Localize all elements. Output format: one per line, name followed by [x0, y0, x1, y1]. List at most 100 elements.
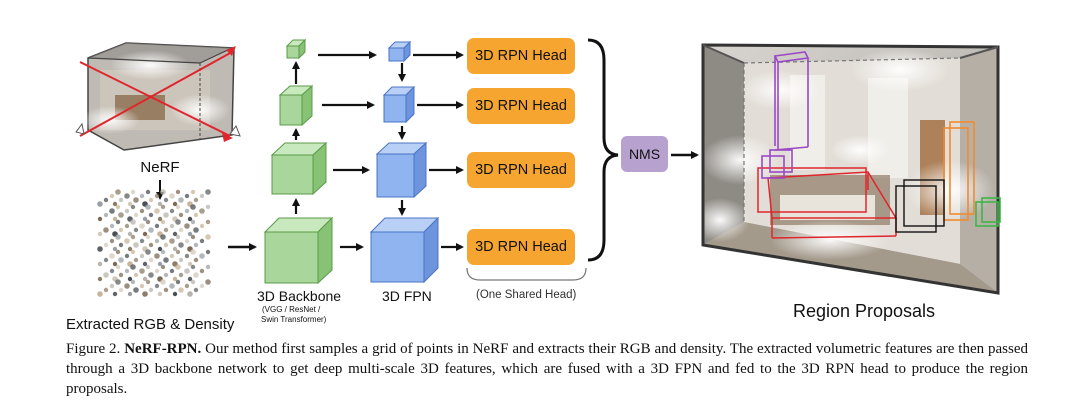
grid-point: [142, 261, 148, 267]
grid-point: [199, 283, 205, 289]
grid-point: [97, 246, 103, 252]
grid-point: [142, 276, 148, 282]
grid-point: [184, 238, 190, 244]
grid-point: [184, 208, 190, 214]
grid-point: [112, 216, 118, 222]
grid-point: [190, 204, 196, 210]
grid-point: [193, 272, 199, 278]
grid-point: [115, 234, 121, 240]
grid-label: Extracted RGB & Density: [66, 316, 235, 333]
grid-point: [199, 253, 205, 259]
grid-point: [175, 204, 181, 210]
nms-box: NMS: [621, 136, 668, 172]
grid-point: [184, 268, 190, 274]
grid-point: [118, 287, 124, 293]
proposal-box-orange: [943, 121, 975, 221]
grid-point: [193, 212, 199, 218]
grid-point: [175, 249, 181, 255]
fpn-cube-4: [387, 40, 412, 63]
grid-point: [148, 272, 154, 278]
grid-point: [112, 246, 118, 252]
grid-point: [109, 193, 115, 199]
grid-point: [178, 257, 184, 263]
grid-point: [205, 264, 211, 270]
grid-point: [187, 231, 193, 237]
grid-point: [97, 291, 103, 297]
backbone-label: 3D Backbone: [257, 288, 342, 304]
figure-caption: Figure 2. NeRF-RPN. Our method first sam…: [66, 339, 1028, 399]
grid-point: [97, 231, 103, 237]
grid-point: [178, 242, 184, 248]
grid-point: [169, 223, 175, 229]
grid-point: [112, 201, 118, 207]
grid-point: [145, 279, 151, 285]
proposal-box-purple-2: [761, 149, 793, 179]
grid-point: [97, 201, 103, 207]
grid-point: [169, 268, 175, 274]
grid-point: [139, 283, 145, 289]
grid-point: [145, 219, 151, 225]
grid-point: [160, 219, 166, 225]
grid-point: [193, 227, 199, 233]
grid-point: [130, 264, 136, 270]
curly-brace: [587, 38, 619, 262]
grid-point: [193, 242, 199, 248]
grid-point: [172, 276, 178, 282]
grid-point: [160, 249, 166, 255]
grid-point: [145, 234, 151, 240]
grid-point: [103, 242, 109, 248]
grid-point: [205, 234, 211, 240]
grid-point: [109, 253, 115, 259]
grid-point: [130, 219, 136, 225]
grid-point: [148, 287, 154, 293]
grid-point: [178, 212, 184, 218]
grid-point: [163, 287, 169, 293]
grid-point: [205, 249, 211, 255]
grid-point: [199, 238, 205, 244]
grid-point: [169, 193, 175, 199]
grid-point: [187, 261, 193, 267]
grid-point: [190, 279, 196, 285]
grid-point: [109, 268, 115, 274]
grid-point: [145, 204, 151, 210]
grid-point: [130, 234, 136, 240]
grid-point: [133, 212, 139, 218]
grid-point: [190, 264, 196, 270]
grid-point: [133, 227, 139, 233]
grid-point: [133, 287, 139, 293]
grid-point: [118, 242, 124, 248]
grid-point: [160, 279, 166, 285]
grid-point: [163, 257, 169, 263]
rpn-head-3: 3D RPN Head: [467, 152, 575, 188]
grid-point: [127, 246, 133, 252]
grid-point: [139, 268, 145, 274]
grid-point: [172, 246, 178, 252]
rpn-head-1: 3D RPN Head: [467, 38, 575, 74]
grid-point: [142, 231, 148, 237]
grid-point: [148, 212, 154, 218]
grid-point: [133, 257, 139, 263]
grid-point: [133, 197, 139, 203]
grid-point: [118, 272, 124, 278]
grid-point: [169, 283, 175, 289]
grid-point: [190, 249, 196, 255]
grid-point: [187, 291, 193, 297]
grid-point: [103, 272, 109, 278]
grid-point: [154, 223, 160, 229]
grid-point: [118, 257, 124, 263]
grid-point: [124, 283, 130, 289]
grid-point: [193, 197, 199, 203]
grid-point: [169, 238, 175, 244]
grid-point: [160, 204, 166, 210]
backbone-sub-line-2: Swin Transformer): [261, 315, 327, 324]
grid-point: [145, 189, 151, 195]
grid-point: [190, 189, 196, 195]
backbone-cube-2: [270, 141, 328, 196]
grid-point: [139, 208, 145, 214]
grid-point: [103, 287, 109, 293]
grid-point: [139, 238, 145, 244]
grid-point: [163, 272, 169, 278]
grid-point: [160, 264, 166, 270]
grid-point: [118, 227, 124, 233]
grid-point: [172, 291, 178, 297]
